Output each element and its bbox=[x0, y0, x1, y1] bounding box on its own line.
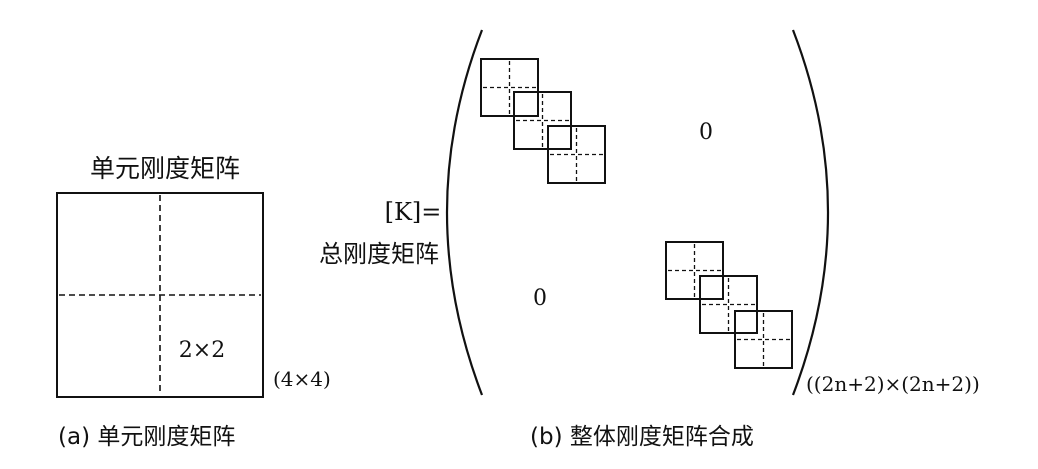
global-matrix-symbol: [K]= bbox=[385, 198, 442, 226]
panel-a-title: 单元刚度矩阵 bbox=[90, 154, 240, 183]
assembled-blocks-lower bbox=[665, 241, 793, 369]
global-matrix-label: 总刚度矩阵 bbox=[319, 240, 439, 268]
right-parenthesis bbox=[791, 29, 830, 396]
element-block bbox=[699, 275, 758, 334]
zero-block-upper: 0 bbox=[699, 120, 713, 145]
panel-b-caption: (b) 整体刚度矩阵合成 bbox=[530, 424, 754, 450]
element-block bbox=[665, 241, 724, 300]
global-matrix-size-label: ((2n+2)×(2n+2)) bbox=[806, 372, 980, 396]
element-block bbox=[734, 310, 793, 369]
panel-a: 单元刚度矩阵 2×2 (4×4) (a) 单元刚度矩阵 bbox=[56, 154, 331, 450]
assembled-blocks-upper bbox=[480, 58, 606, 184]
element-block bbox=[547, 125, 606, 184]
element-block bbox=[513, 91, 572, 150]
element-matrix-size-label: (4×4) bbox=[273, 367, 331, 391]
zero-block-lower: 0 bbox=[533, 286, 547, 311]
element-block bbox=[480, 58, 539, 117]
panel-b: [K]= 总刚度矩阵 bbox=[319, 29, 980, 450]
left-parenthesis bbox=[445, 29, 484, 396]
element-matrix-box bbox=[56, 192, 264, 398]
panel-a-caption: (a) 单元刚度矩阵 bbox=[58, 424, 235, 450]
block-size-label: 2×2 bbox=[179, 338, 225, 363]
